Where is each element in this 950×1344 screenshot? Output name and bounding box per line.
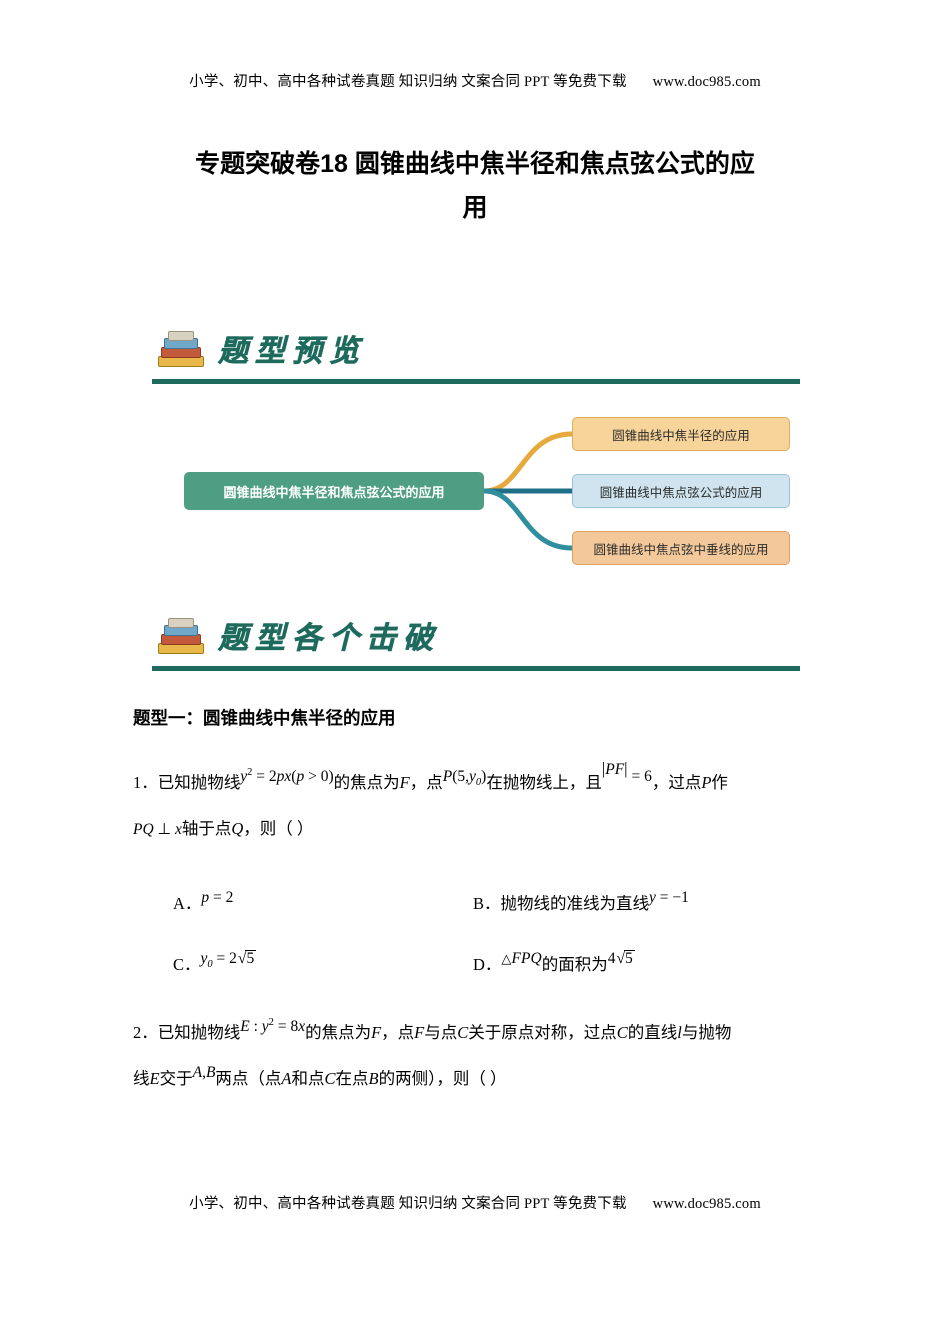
option-B-math: y = −1 (649, 889, 689, 906)
q2-text-2: 的焦点为 (305, 1023, 372, 1042)
question-1-options: A．p = 2 B．抛物线的准线为直线y = −1 C．y0 = 2√5 D．△… (133, 880, 823, 1000)
q1-line2-post: ，则（ ） (243, 819, 314, 838)
option-D-math-1: △FPQ (501, 950, 542, 967)
q2-text-1: 已知抛物线 (157, 1023, 241, 1042)
question-2: 2．已知抛物线E : y2 = 8x的焦点为F，点F与点C关于原点对称，过点C的… (133, 1010, 823, 1102)
mindmap: 圆锥曲线中焦半径和焦点弦公式的应用 圆锥曲线中焦半径的应用 圆锥曲线中焦点弦公式… (150, 400, 830, 600)
q1-formula-parabola: y2 = 2px(p > 0) (240, 766, 334, 785)
q2-focus-F: F (371, 1023, 382, 1042)
q2-curve-E: E (149, 1069, 160, 1088)
option-A-math: p = 2 (201, 889, 234, 906)
option-D-text: 的面积为 (541, 955, 608, 974)
option-B: B．抛物线的准线为直线y = −1 (473, 890, 689, 914)
banner-overview: 题型预览 (152, 328, 800, 384)
option-D-label: D． (473, 955, 502, 974)
question-1-line-1: 1．已知抛物线y2 = 2px(p > 0)的焦点为F，点P(5,y0)在抛物线… (133, 760, 823, 806)
banner-rule (152, 379, 800, 384)
q1-text-1: 已知抛物线 (157, 773, 241, 792)
q2-point-A: A (281, 1069, 292, 1088)
question-2-line-1: 2．已知抛物线E : y2 = 8x的焦点为F，点F与点C关于原点对称，过点C的… (133, 1010, 823, 1056)
books-icon (154, 330, 206, 372)
books-icon-2 (154, 617, 206, 659)
mindmap-edges (483, 431, 573, 551)
q1-point-Q: Q (231, 819, 244, 838)
running-footer-text: 小学、初中、高中各种试卷真题 知识归纳 文案合同 PPT 等免费下载 (189, 1196, 627, 1212)
page-title: 专题突破卷18 圆锥曲线中焦半径和焦点弦公式的应 用 (150, 142, 800, 230)
q2-line2-post2: 和点 (291, 1069, 325, 1088)
running-footer: 小学、初中、高中各种试卷真题 知识归纳 文案合同 PPT 等免费下载 www.do… (0, 1192, 950, 1213)
q2-text-7: 与抛物 (681, 1023, 732, 1042)
q2-line2-post: 两点（点 (215, 1069, 282, 1088)
q1-line2-pre: 轴于点 (181, 819, 232, 838)
option-A: A．p = 2 (173, 890, 233, 914)
q2-text-3: ，点 (381, 1023, 415, 1042)
mindmap-leaf-2: 圆锥曲线中焦点弦公式的应用 (572, 474, 790, 508)
q1-text-6: 作 (711, 773, 728, 792)
q2-line-l: l (677, 1023, 682, 1042)
option-B-label: B． (473, 894, 501, 913)
q1-point-P: P(5,y0) (442, 768, 487, 789)
q1-abs-PF: |PF| = 6 (601, 759, 652, 785)
q2-line2-post4: 的两侧），则（ ） (378, 1069, 507, 1088)
q2-point-C3: C (324, 1069, 336, 1088)
page-title-line2: 用 (462, 194, 488, 222)
question-1: 1．已知抛物线y2 = 2px(p > 0)的焦点为F，点P(5,y0)在抛物线… (133, 760, 823, 852)
q1-text-4: 在抛物线上，且 (486, 773, 602, 792)
mindmap-root-node: 圆锥曲线中焦半径和焦点弦公式的应用 (184, 472, 484, 510)
banner-breakdown: 题型各个击破 (152, 615, 800, 671)
q1-point-P2: P (701, 773, 712, 792)
running-footer-site: www.doc985.com (652, 1196, 761, 1212)
q2-point-C: C (457, 1023, 469, 1042)
question-1-line-2: PQ ⊥ x轴于点Q，则（ ） (133, 806, 823, 852)
running-header-site: www.doc985.com (652, 74, 761, 90)
running-header: 小学、初中、高中各种试卷真题 知识归纳 文案合同 PPT 等免费下载 www.do… (0, 70, 950, 91)
banner-overview-label: 题型预览 (218, 335, 366, 369)
q1-text-3: ，点 (409, 773, 443, 792)
question-2-line-2: 线E交于A,B两点（点A和点C在点B的两侧），则（ ） (133, 1056, 823, 1102)
banner-breakdown-label: 题型各个击破 (218, 622, 440, 656)
option-D-math-2: 4√5 (607, 950, 635, 967)
mindmap-leaf-1: 圆锥曲线中焦半径的应用 (572, 417, 790, 451)
q2-text-5: 关于原点对称，过点 (468, 1023, 617, 1042)
q1-text-2: 的焦点为 (333, 773, 400, 792)
question-type-heading: 题型一：圆锥曲线中焦半径的应用 (133, 708, 396, 728)
q2-number: 2． (133, 1023, 158, 1042)
q2-text-6: 的直线 (627, 1023, 678, 1042)
q2-line2-post3: 在点 (335, 1069, 369, 1088)
option-C: C．y0 = 2√5 (173, 950, 257, 975)
page-title-line1: 专题突破卷18 圆锥曲线中焦半径和焦点弦公式的应 (195, 150, 755, 178)
running-header-text: 小学、初中、高中各种试卷真题 知识归纳 文案合同 PPT 等免费下载 (189, 74, 627, 90)
banner-rule-2 (152, 666, 800, 671)
q1-focus-F: F (399, 773, 410, 792)
q2-point-B: B (368, 1069, 379, 1088)
mindmap-leaf-3: 圆锥曲线中焦点弦中垂线的应用 (572, 531, 790, 565)
q2-text-4: 与点 (424, 1023, 458, 1042)
q2-points-AB: A,B (192, 1064, 216, 1081)
q2-point-F2: F (414, 1023, 425, 1042)
option-A-label: A． (173, 894, 202, 913)
q2-point-C2: C (616, 1023, 628, 1042)
q2-line2-pre: 线 (133, 1069, 150, 1088)
option-C-label: C． (173, 955, 201, 974)
q1-number: 1． (133, 773, 158, 792)
option-B-text: 抛物线的准线为直线 (500, 894, 650, 913)
q1-text-5: ，过点 (651, 773, 702, 792)
option-C-math: y0 = 2√5 (200, 950, 257, 971)
q2-line2-mid: 交于 (159, 1069, 193, 1088)
q1-formula-perp: PQ ⊥ x (133, 821, 182, 838)
q2-formula-parabola: E : y2 = 8x (240, 1016, 306, 1035)
option-D: D．△FPQ的面积为4√5 (473, 950, 635, 975)
